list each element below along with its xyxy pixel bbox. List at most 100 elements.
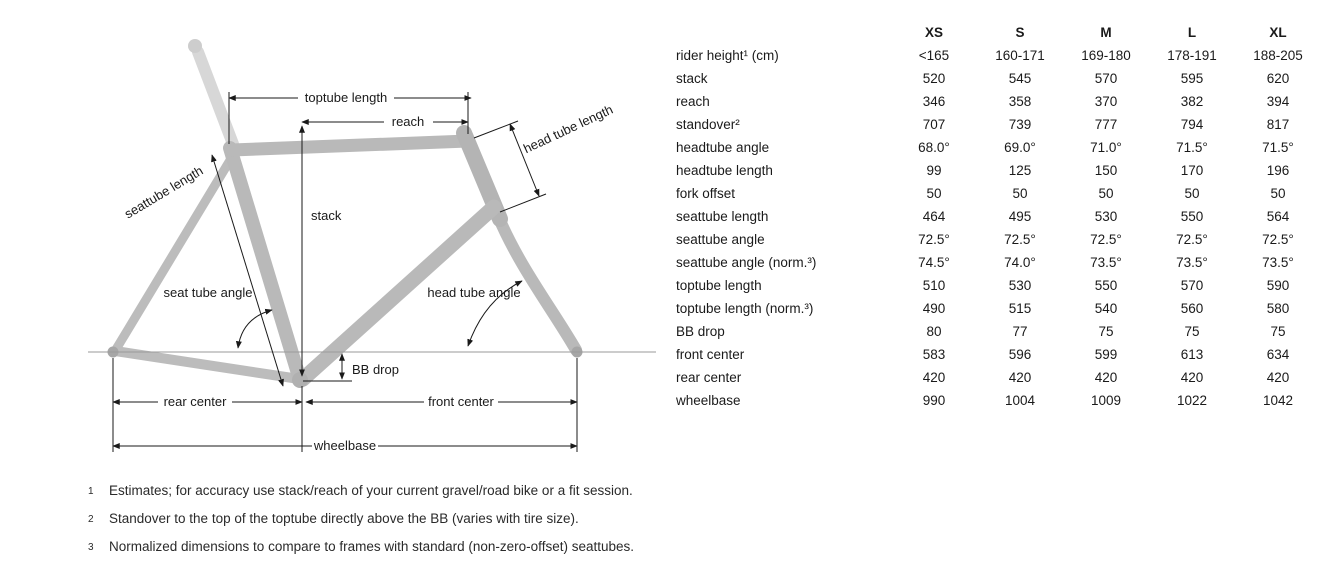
value-cell: 550 <box>1094 278 1118 293</box>
label-rear-center: rear center <box>164 394 228 409</box>
table-corner-cell <box>676 22 891 45</box>
row-label: fork offset <box>676 186 736 201</box>
value-cell: 1009 <box>1090 393 1122 408</box>
value-cell: 150 <box>1094 163 1118 178</box>
label-head-tube-length: head tube length <box>521 102 615 157</box>
row-label: seattube angle <box>676 232 765 247</box>
geometry-row: standover² 707 739 777 794 817 <box>676 114 1321 137</box>
size-column-header: M <box>1100 25 1112 40</box>
value-cell: 71.5° <box>1176 140 1208 155</box>
value-cell: 50 <box>1012 186 1028 201</box>
row-label: reach <box>676 94 710 109</box>
value-cell: 420 <box>1266 370 1290 385</box>
value-cell: <165 <box>918 48 950 63</box>
frame-geometry-diagram: toptube length reach head tube length se… <box>88 39 656 453</box>
footnote-marker: 2 <box>88 514 94 525</box>
footnote-marker: 1 <box>88 486 94 497</box>
value-cell: 520 <box>922 71 946 86</box>
value-cell: 75 <box>1270 324 1286 339</box>
value-cell: 777 <box>1094 117 1118 132</box>
value-cell: 990 <box>922 393 946 408</box>
value-cell: 420 <box>1180 370 1204 385</box>
size-column-header: XS <box>924 25 943 40</box>
extension-line <box>499 193 547 213</box>
row-label: rear center <box>676 370 742 385</box>
footnotes: 1 Estimates; for accuracy use stack/reach… <box>88 482 634 566</box>
row-label: front center <box>676 347 745 362</box>
row-label: seattube angle (norm.³) <box>676 255 817 270</box>
value-cell: 1022 <box>1176 393 1208 408</box>
value-cell: 510 <box>922 278 946 293</box>
value-cell: 420 <box>1094 370 1118 385</box>
value-cell: 68.0° <box>918 140 950 155</box>
value-cell: 50 <box>1098 186 1114 201</box>
value-cell: 595 <box>1180 71 1204 86</box>
footnote: 1 Estimates; for accuracy use stack/reach… <box>88 482 634 500</box>
footnote-text: Normalized dimensions to compare to fram… <box>109 539 634 554</box>
value-cell: 564 <box>1266 209 1290 224</box>
label-bb-drop: BB drop <box>352 362 399 377</box>
value-cell: 188-205 <box>1253 48 1303 63</box>
value-cell: 160-171 <box>995 48 1045 63</box>
value-cell: 73.5° <box>1090 255 1122 270</box>
row-label: rider height¹ (cm) <box>676 48 779 63</box>
bottom-bracket <box>292 372 308 388</box>
value-cell: 125 <box>1008 163 1032 178</box>
value-cell: 620 <box>1266 71 1290 86</box>
value-cell: 346 <box>922 94 946 109</box>
label-reach: reach <box>392 114 425 129</box>
value-cell: 739 <box>1008 117 1032 132</box>
seat-tube <box>223 141 307 387</box>
value-cell: 794 <box>1180 117 1204 132</box>
value-cell: 72.5° <box>1090 232 1122 247</box>
extension-line <box>473 120 519 139</box>
label-front-center: front center <box>428 394 494 409</box>
value-cell: 707 <box>922 117 946 132</box>
value-cell: 490 <box>922 301 946 316</box>
value-cell: 71.5° <box>1262 140 1294 155</box>
value-cell: 540 <box>1094 301 1118 316</box>
value-cell: 72.5° <box>1262 232 1294 247</box>
value-cell: 178-191 <box>1167 48 1217 63</box>
value-cell: 634 <box>1266 347 1290 362</box>
footnote-marker: 3 <box>88 542 94 553</box>
value-cell: 570 <box>1180 278 1204 293</box>
value-cell: 613 <box>1180 347 1204 362</box>
value-cell: 394 <box>1266 94 1290 109</box>
value-cell: 580 <box>1266 301 1290 316</box>
value-cell: 69.0° <box>1004 140 1036 155</box>
footnote-text: Estimates; for accuracy use stack/reach … <box>109 483 633 498</box>
value-cell: 170 <box>1180 163 1204 178</box>
value-cell: 50 <box>926 186 942 201</box>
value-cell: 72.5° <box>1004 232 1036 247</box>
value-cell: 530 <box>1008 278 1032 293</box>
value-cell: 75 <box>1098 324 1114 339</box>
value-cell: 550 <box>1180 209 1204 224</box>
value-cell: 590 <box>1266 278 1290 293</box>
size-column-header: S <box>1015 25 1025 40</box>
saddle-clamp <box>188 39 202 53</box>
label-toptube-length: toptube length <box>305 90 387 105</box>
value-cell: 817 <box>1266 117 1290 132</box>
value-cell: 196 <box>1266 163 1290 178</box>
head-tube-length-dim <box>509 123 540 197</box>
label-seattube-length: seattube length <box>122 163 206 222</box>
size-column-header: L <box>1187 25 1197 40</box>
row-label: headtube length <box>676 163 773 178</box>
fork <box>492 210 582 356</box>
value-cell: 50 <box>1270 186 1286 201</box>
value-cell: 50 <box>1184 186 1200 201</box>
row-label: headtube angle <box>676 140 770 155</box>
row-label: standover² <box>676 117 740 132</box>
value-cell: 72.5° <box>1176 232 1208 247</box>
